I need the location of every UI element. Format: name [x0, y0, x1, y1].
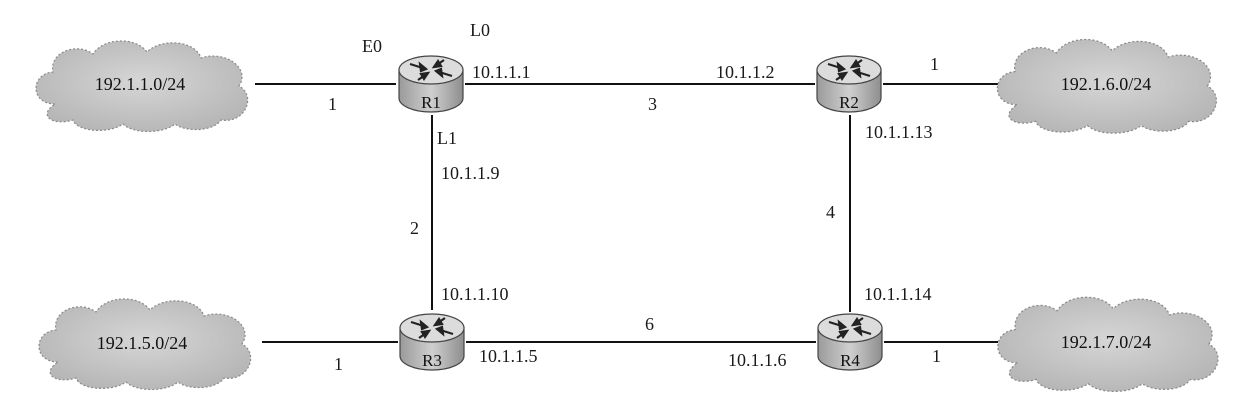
cost-r1-r3: 2	[410, 218, 419, 238]
router-r3: R3	[398, 312, 466, 372]
cost-r2-r4: 4	[826, 202, 835, 222]
ip-r1-l0: 10.1.1.1	[472, 62, 531, 82]
router-label: R2	[839, 93, 859, 112]
router-label: R4	[840, 351, 860, 370]
ip-r2-down: 10.1.1.13	[865, 122, 933, 142]
router-r4: R4	[816, 312, 884, 372]
network-label: 192.1.5.0/24	[97, 333, 188, 353]
network-cloud-192-1-7-0: 192.1.7.0/24	[997, 296, 1219, 393]
router-r1: R1	[397, 54, 465, 114]
network-cloud-192-1-5-0: 192.1.5.0/24	[38, 298, 252, 391]
interface-l0-label: L0	[470, 20, 490, 40]
network-label: 192.1.6.0/24	[1061, 74, 1152, 94]
ip-r3-right: 10.1.1.5	[479, 346, 538, 366]
network-label: 192.1.7.0/24	[1061, 332, 1152, 352]
interface-e0-label: E0	[362, 36, 382, 56]
cost-net5-r3: 1	[334, 354, 343, 374]
network-cloud-192-1-6-0: 192.1.6.0/24	[996, 38, 1218, 134]
ip-r3-up: 10.1.1.10	[441, 284, 509, 304]
network-cloud-192-1-1-0: 192.1.1.0/24	[35, 40, 249, 133]
cost-r2-net6: 1	[930, 54, 939, 74]
ip-r1-l1: 10.1.1.9	[441, 163, 500, 183]
cost-r3-r4: 6	[645, 314, 654, 334]
cost-net1-r1: 1	[328, 94, 337, 114]
interface-l1-label: L1	[437, 128, 457, 148]
router-label: R1	[421, 93, 441, 112]
ip-r4-left: 10.1.1.6	[728, 350, 787, 370]
ip-r2-left: 10.1.1.2	[716, 62, 775, 82]
cost-r4-net7: 1	[932, 346, 941, 366]
router-label: R3	[422, 351, 442, 370]
network-label: 192.1.1.0/24	[95, 74, 186, 94]
cost-r1-r2: 3	[648, 94, 657, 114]
router-r2: R2	[815, 54, 883, 114]
ip-r4-up: 10.1.1.14	[864, 284, 932, 304]
